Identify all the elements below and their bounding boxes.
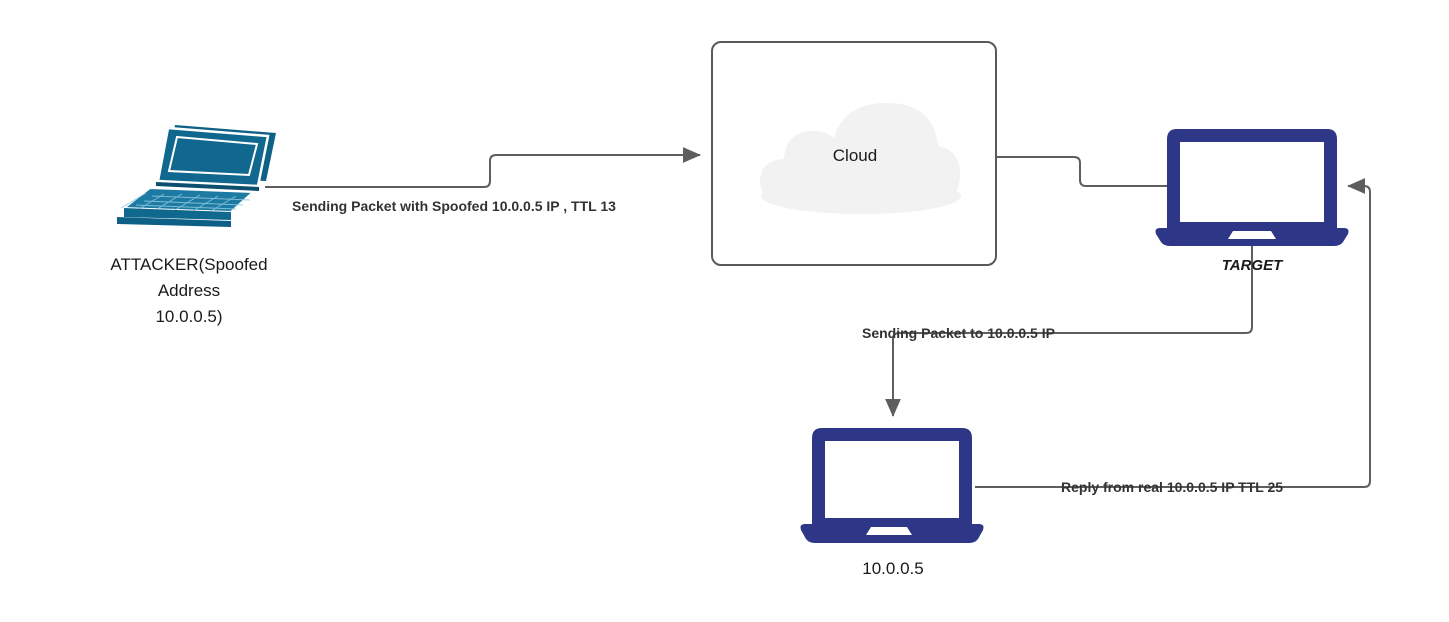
node-target-label: TARGET: [1222, 257, 1284, 274]
edge-target-to-victim-label: Sending Packet to 10.0.0.5 IP: [862, 325, 1055, 341]
laptop-modern-icon: [1155, 129, 1349, 246]
edge-cloud-to-target: [996, 156, 1168, 187]
node-cloud[interactable]: Cloud: [711, 41, 997, 266]
laptop-modern-icon: [800, 428, 984, 543]
edge-target-to-victim: Sending Packet to 10.0.0.5 IP: [862, 242, 1253, 417]
laptop-classic-icon: [117, 125, 276, 227]
node-cloud-label: Cloud: [833, 146, 877, 165]
node-attacker-label-line1: ATTACKER(Spoofed: [110, 255, 267, 274]
edge-victim-to-target: Reply from real 10.0.0.5 IP TTL 25: [975, 178, 1371, 495]
edge-cloud-to-target-line: [996, 156, 1168, 187]
node-victim-label: 10.0.0.5: [862, 559, 923, 578]
edge-victim-to-target-label: Reply from real 10.0.0.5 IP TTL 25: [1061, 479, 1283, 495]
edge-victim-to-target-line: [975, 178, 1371, 488]
node-attacker-label-line3: 10.0.0.5): [155, 307, 222, 326]
node-attacker-label-line2: Address: [158, 281, 220, 300]
cloud-icon: [760, 103, 961, 214]
node-victim[interactable]: 10.0.0.5: [800, 428, 984, 578]
node-target[interactable]: TARGET: [1155, 129, 1349, 274]
edge-attacker-to-cloud-label: Sending Packet with Spoofed 10.0.0.5 IP …: [292, 198, 616, 214]
edge-attacker-to-cloud-line: [265, 147, 701, 188]
node-attacker[interactable]: ATTACKER(Spoofed Address 10.0.0.5): [110, 125, 276, 326]
edge-target-to-victim-line: [885, 242, 1253, 417]
edge-attacker-to-cloud: Sending Packet with Spoofed 10.0.0.5 IP …: [265, 147, 701, 214]
